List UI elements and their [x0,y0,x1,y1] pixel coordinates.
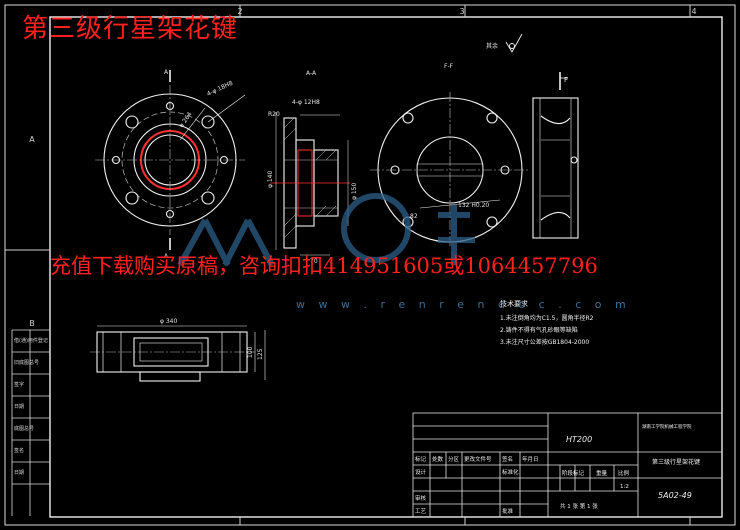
top-view [90,325,266,382]
tech-req-line-1: 1.未注倒角均为C1.5，圆角半径R2 [500,314,594,322]
left-register-labels: 借(通)用件登记 旧底图总号 签字 日期 底图总号 签名 日期 [14,337,48,476]
cut-a-top: A [164,69,169,76]
left-label-1: 借(通)用件登记 [14,337,48,344]
tb-mark: 标记 [415,455,427,463]
tb-material: HT200 [566,435,592,444]
tb-scale: 比例 [618,469,630,477]
dim-width: φ 340 [160,318,178,325]
left-label-4: 日期 [14,404,24,410]
top-zone-marks: 2 3 4 [237,5,697,525]
zone-a: A [29,135,35,144]
tb-sign: 签名 [502,455,513,463]
outer-frame [4,4,736,526]
title-block-text: 标记 处数 分区 更改文件号 签名 年月日 设计 标准化 审核 工艺 批准 HT… [415,423,700,515]
dim-70: 70 [310,258,318,265]
watermark-logo [177,193,475,267]
dim-bolt-holes: 4-φ 18H8 [206,80,234,98]
inner-frame [49,16,723,518]
zone-3: 3 [459,7,464,16]
tb-drawing-no: 5A02-49 [658,491,692,500]
section-aa-title: A-A [306,70,317,77]
tb-scale-value: 1:2 [620,484,629,490]
technical-requirements: 技术要求 1.未注倒角均为C1.5，圆角半径R2 2.铸件不得有气孔砂眼等缺陷 … [500,299,594,346]
section-ff-labels: F-F 82 132 H0.20 其余 [410,42,498,220]
tb-designer: 设计 [415,468,427,476]
tb-stage: 阶段标记 [562,469,585,477]
dim-h100: 100 [247,346,254,358]
section-aa-hatch [283,117,337,239]
roughness-note: 其余 [486,42,498,50]
cut-f: F [564,76,568,84]
sheet-title: 第三级行星架花键 [22,14,239,44]
tb-mass: 重量 [596,469,608,477]
tech-req-line-3: 3.未注尺寸公差按GB1804-2000 [500,338,589,346]
section-ff-view [370,92,530,248]
tb-school: 湖南工学院机械工程学院 [642,423,692,430]
left-label-5: 底图总号 [14,425,34,432]
title-block-grid [412,412,723,518]
left-label-2: 旧底图总号 [14,359,39,366]
dim-bore: φ 140 [267,171,274,189]
tb-sheet: 共 1 张 第 1 张 [560,502,598,510]
dim-slot: 4-φ 12H8 [292,99,320,106]
zone-b: B [29,319,35,328]
tb-count: 处数 [432,455,444,463]
dim-hub: φ 150 [351,183,358,201]
left-zone-marks: A B [5,135,50,328]
roughness-symbol [505,33,523,53]
tb-process: 工艺 [415,508,427,515]
left-label-7: 日期 [14,470,24,476]
dim-h125: 125 [257,348,264,360]
left-label-3: 签字 [14,381,24,388]
tb-approve: 批准 [502,507,514,515]
top-view-labels: φ 340 100 125 [160,318,264,360]
tb-standard: 标准化 [502,468,519,476]
side-view [532,72,579,239]
watermark-url: w w w . r e n r e n d o c . c o m [296,298,631,311]
tb-part-name: 第三级行星架花键 [652,458,700,466]
tech-req-heading: 技术要求 [500,299,528,308]
tb-zone: 分区 [448,455,460,463]
dim-82: 82 [410,213,418,220]
left-register-table [11,329,50,516]
left-label-6: 签名 [14,447,24,454]
dim-r20: R20 [268,111,280,118]
zone-4: 4 [691,7,696,16]
section-ff-title: F-F [444,63,454,70]
section-aa-labels: A-A 4-φ 12H8 φ 140 φ 150 R20 70 [267,70,358,265]
section-aa-view [270,112,350,256]
zone-2: 2 [237,7,242,16]
tb-change: 更改文件号 [464,455,492,463]
cut-a-bottom: A [164,253,169,260]
dim-spline: 132 H0.20 [458,202,489,209]
tb-date: 年月日 [522,455,539,463]
tech-req-line-2: 2.铸件不得有气孔砂眼等缺陷 [500,326,578,334]
front-view [95,70,246,250]
dim-bolt-circle: φ 264 [178,111,194,129]
tb-reviewer: 审核 [415,494,427,502]
promo-banner: 充值下载购买原稿，咨询扣扣414951605或1064457796 [50,254,598,278]
